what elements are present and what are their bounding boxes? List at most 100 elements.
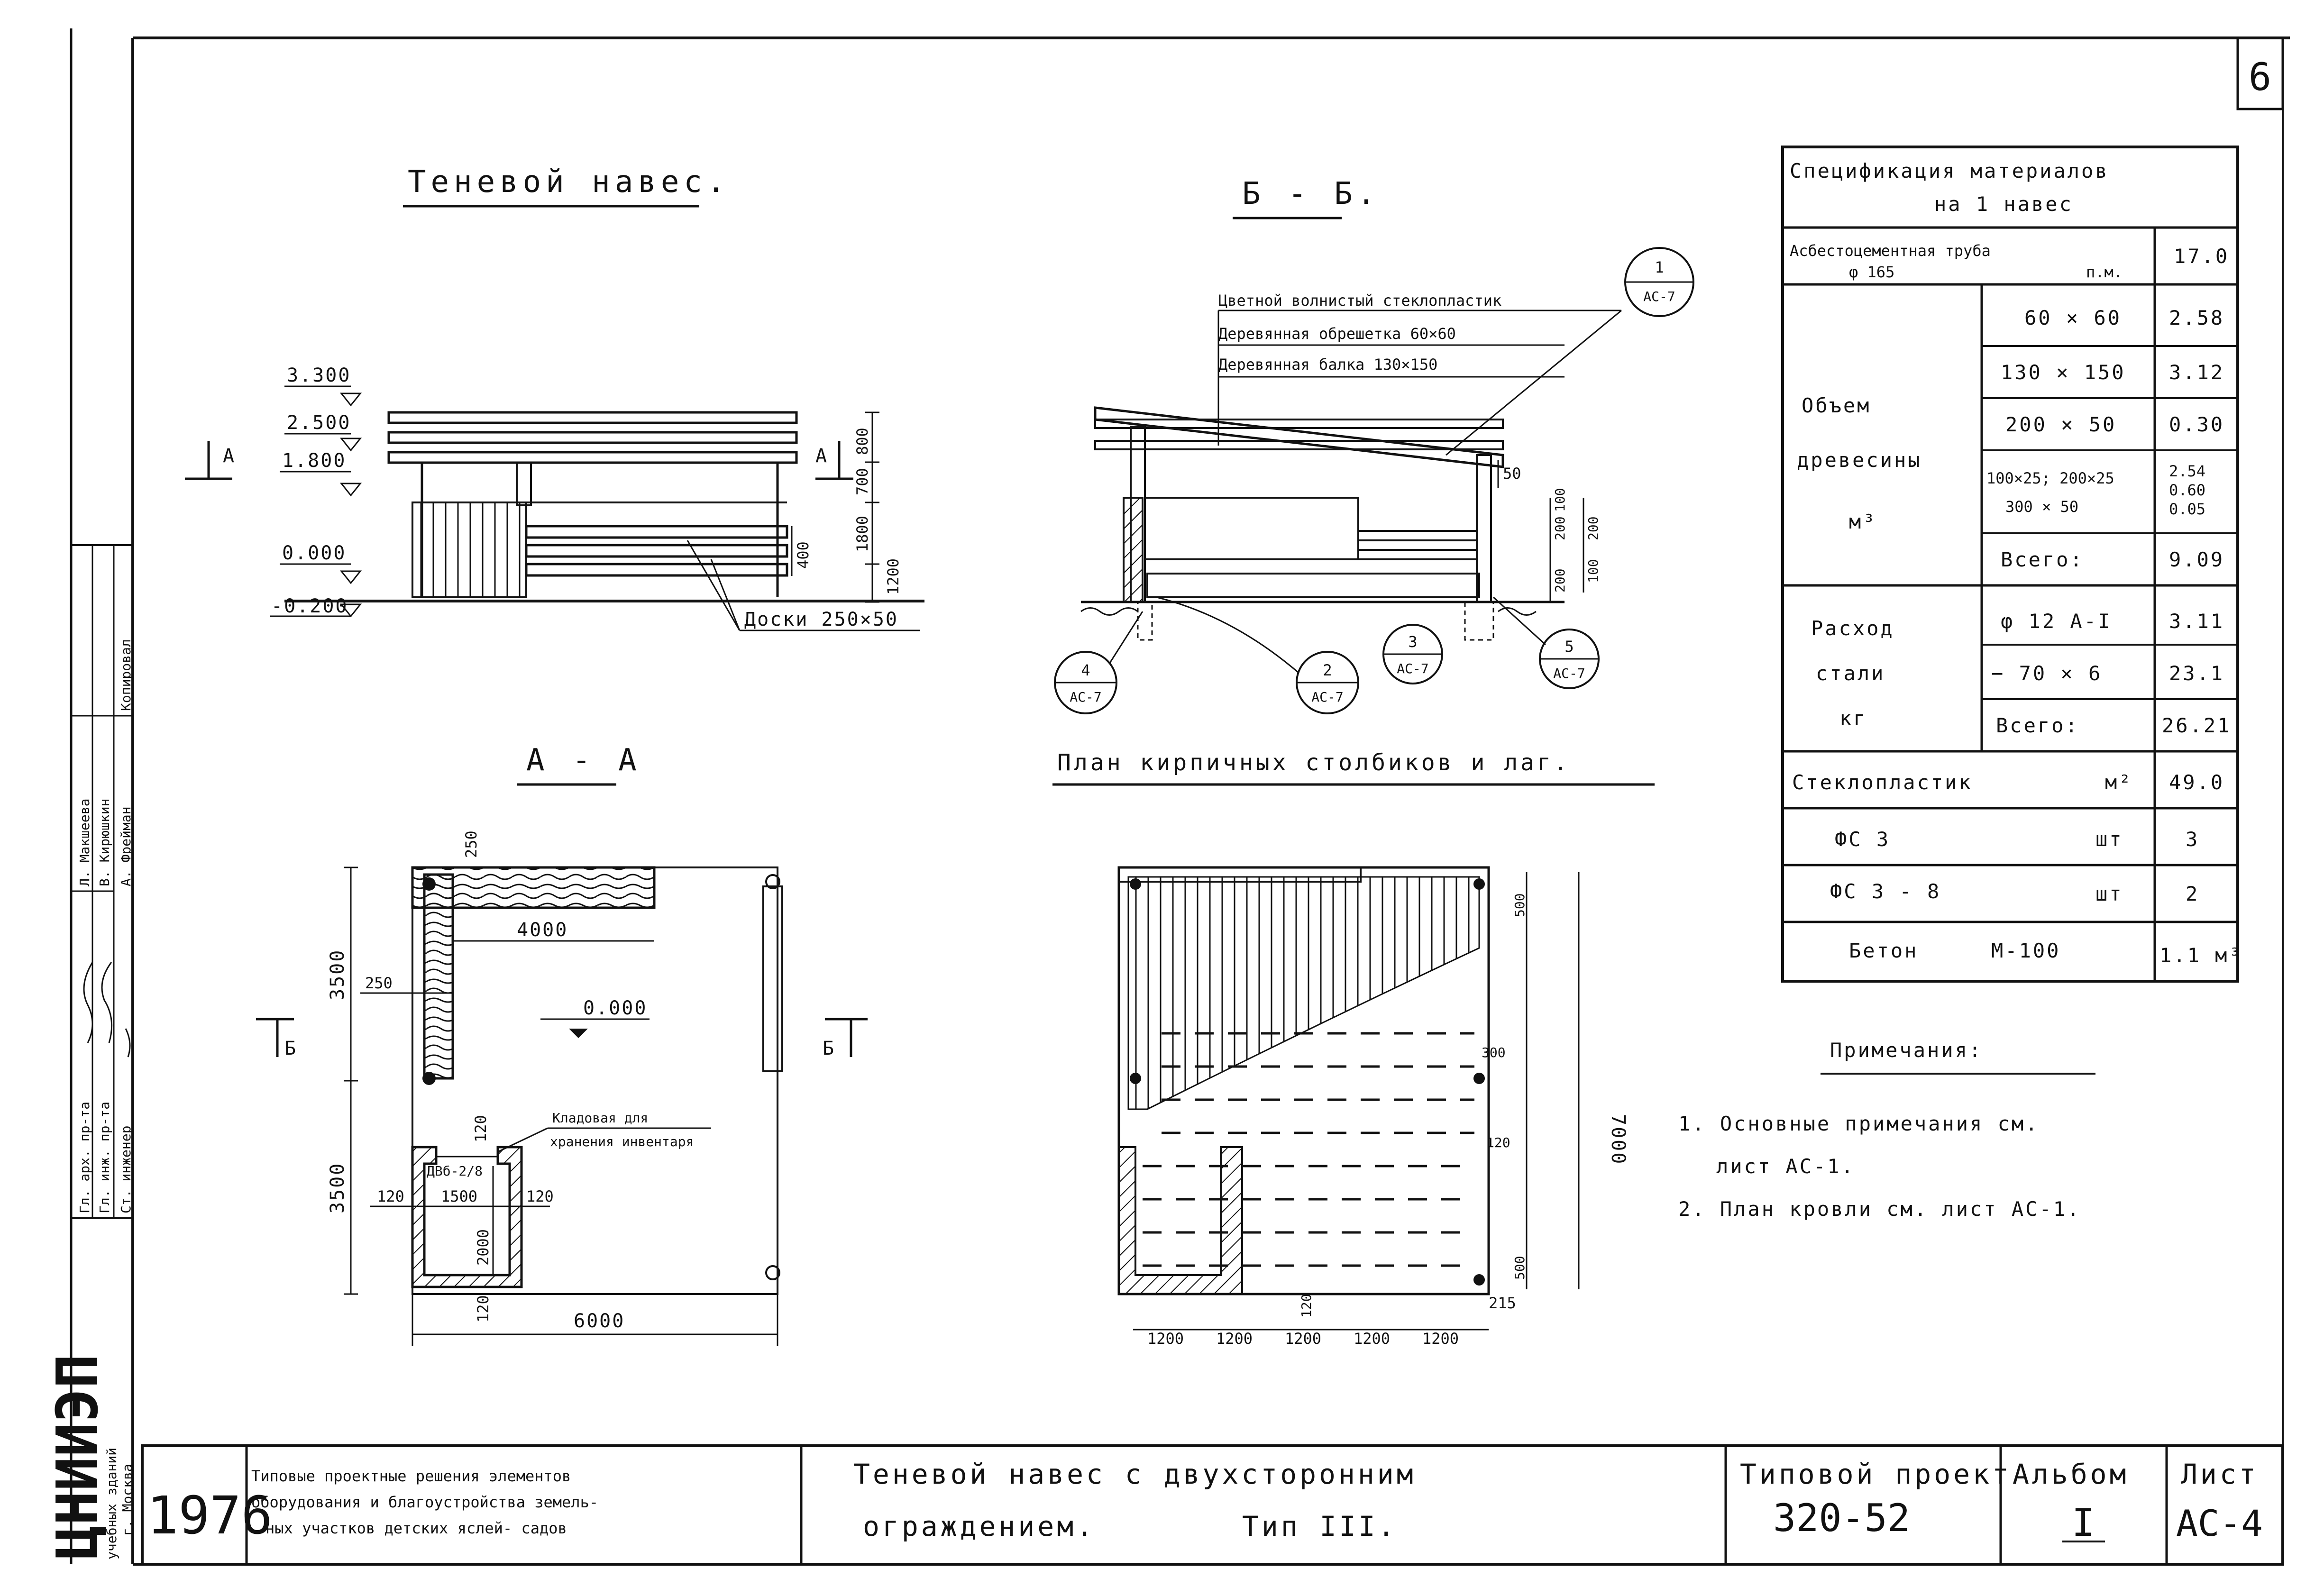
dim-right-500-b: 500 <box>1512 1256 1528 1280</box>
dim-right-500-a: 500 <box>1512 893 1528 917</box>
dim-2000: 2000 <box>474 1229 492 1266</box>
drawing-name-1: Теневой навес с двухсторонним <box>853 1458 1416 1490</box>
dim-120-vertical: 120 <box>1299 1294 1314 1318</box>
drawing-type: Тип III. <box>1242 1510 1397 1542</box>
callout-5-num: 5 <box>1565 638 1574 656</box>
plan-posts-title: План кирпичных столбиков и лаг. <box>1057 749 1570 776</box>
callout-4-num: 4 <box>1081 661 1090 679</box>
dim-bb-5: 100 <box>1585 559 1601 583</box>
dim-3500-a: 3500 <box>327 949 348 1000</box>
dim-120-d: 120 <box>474 1295 492 1322</box>
spec-fs3-name: ФС 3 <box>1835 828 1890 851</box>
note-1-line-2: лист АС-1. <box>1716 1155 1855 1178</box>
callout-3-sheet: АС-7 <box>1397 661 1428 676</box>
spec-fiberglass-value: 49.0 <box>2169 771 2224 794</box>
spec-wood-size-4b: 300 × 50 <box>2005 498 2078 516</box>
door-mark: ДВб-2/8 <box>427 1163 483 1179</box>
org-city: г. Москва <box>119 1464 135 1536</box>
dim-bb-3: 100 <box>1552 488 1568 512</box>
section-bb-title: Б - Б. <box>1242 176 1380 211</box>
boards-label: Доски 250×50 <box>744 609 898 630</box>
elevation-view: Теневой навес. 3.300 2.500 1.800 <box>185 164 924 631</box>
dim-bb-4: 200 <box>1585 516 1601 540</box>
spec-steel-unit: кг <box>1839 707 1867 730</box>
callout-5: 5 АС-7 <box>1492 596 1600 689</box>
dim-7000: 7000 <box>1607 1114 1629 1165</box>
dim-4000: 4000 <box>517 919 568 941</box>
section-b-left: Б <box>284 1038 297 1059</box>
spec-wood-size-3: 200 × 50 <box>2005 413 2116 436</box>
spec-wood-value-3: 0.30 <box>2169 413 2224 436</box>
spec-fiberglass-unit: м² <box>2105 771 2133 794</box>
level-2: 2.500 <box>287 412 351 434</box>
spec-wood-value-4b: 0.60 <box>2169 481 2205 499</box>
drawing-name-2: ограждением. <box>863 1510 1096 1542</box>
dim-700: 700 <box>853 468 871 495</box>
approval-name-3: Л. Макшеева <box>77 799 92 886</box>
dim-1500: 1500 <box>441 1187 477 1205</box>
approval-role-2: Гл. инж. пр-та <box>97 1102 112 1213</box>
approval-name-2: В. Кирюшкин <box>97 799 112 886</box>
spec-concrete-value: 1.1 м³ <box>2159 944 2243 967</box>
notes-title: Примечания: <box>1830 1039 1983 1062</box>
spec-wood-name: Объем <box>1802 394 1871 417</box>
spec-pipe-sub: φ 165 <box>1849 263 1894 281</box>
dim-120-c: 120 <box>472 1115 490 1142</box>
plan-posts-view: План кирпичных столбиков и лаг. 1200 120 <box>1052 749 1655 1348</box>
album-number: I <box>2072 1501 2095 1545</box>
section-a-left: А <box>223 445 236 467</box>
dim-250-top: 250 <box>462 830 480 858</box>
spec-steel-value-1: 3.11 <box>2169 610 2224 633</box>
plan-aa-dims: 3500 3500 4000 250 250 120 1500 120 120 … <box>327 830 778 1346</box>
spec-fs38-name: ФС 3 - 8 <box>1830 880 1941 903</box>
sheet-code: АС-4 <box>2176 1502 2263 1544</box>
storage-label-2: хранения инвентаря <box>550 1134 694 1149</box>
level-marks: 3.300 2.500 1.800 0.000 -0.200 <box>270 365 362 618</box>
approval-role-1: Ст. инженер <box>118 1126 134 1213</box>
left-approval-strip: Ст. инженер Гл. инж. пр-та Гл. арх. пр-т… <box>45 544 135 1560</box>
signatures <box>83 962 131 1058</box>
callout-2: 2 АС-7 <box>1156 596 1359 714</box>
description-3: ных участков детских яслей- садов <box>265 1519 567 1537</box>
elevation-title: Теневой навес. <box>408 164 730 200</box>
spec-steel-name2: стали <box>1816 662 1885 685</box>
spec-wood-size-2: 130 × 150 <box>2001 361 2126 384</box>
title-block: 1976 Типовые проектные решения элементов… <box>141 1444 2284 1566</box>
org-name: ЦНИИЭП <box>45 1354 111 1560</box>
callout-5-sheet: АС-7 <box>1553 666 1585 681</box>
spec-fs3-value: 3 <box>2186 828 2199 851</box>
callout-line-1: Цветной волнистый стеклопластик <box>1218 292 1501 310</box>
dim-bottom-1: 1200 <box>1147 1330 1184 1348</box>
callout-4: 4 АС-7 <box>1054 611 1144 714</box>
spec-steel-total-value: 26.21 <box>2162 714 2231 737</box>
callout-4-sheet: АС-7 <box>1070 689 1101 705</box>
spec-fs3-unit: шт <box>2095 828 2123 851</box>
callout-3-num: 3 <box>1408 633 1417 651</box>
callout-1-num: 1 <box>1655 258 1664 276</box>
dim-bottom-5: 1200 <box>1422 1330 1459 1348</box>
dim-215: 215 <box>1489 1294 1516 1312</box>
org-subtitle: учебных зданий <box>104 1448 119 1560</box>
description-1: Типовые проектные решения элементов <box>251 1467 571 1485</box>
spec-wood-unit: м³ <box>1849 510 1877 533</box>
sheet-number-box: 6 <box>2236 36 2284 110</box>
section-a-right: А <box>815 445 828 467</box>
approval-role-3: Гл. арх. пр-та <box>77 1102 92 1213</box>
year: 1976 <box>147 1485 273 1546</box>
approval-name-1: А. Фрейман <box>118 806 134 886</box>
project-number: 320-52 <box>1773 1496 1910 1540</box>
dim-bottom-2: 1200 <box>1216 1330 1253 1348</box>
dim-50: 50 <box>1503 465 1521 483</box>
level-3: 1.800 <box>282 450 346 472</box>
spec-pipe-value: 17.0 <box>2174 245 2229 268</box>
section-a-marks: А А <box>185 441 853 480</box>
note-1-line-1: 1. Основные примечания см. <box>1678 1112 2039 1135</box>
section-b-right: Б <box>823 1038 835 1059</box>
project-label: Типовой проект <box>1740 1458 2012 1490</box>
dim-400: 400 <box>794 541 812 569</box>
spec-pipe-unit: п.м. <box>2086 263 2123 281</box>
dim-3500-b: 3500 <box>327 1162 348 1213</box>
dim-bb-1: 200 <box>1552 516 1568 540</box>
spec-title-2: на 1 навес <box>1934 192 2073 216</box>
section-bb-view: Б - Б. Цветной волнистый стеклопластик Д… <box>1054 176 1694 714</box>
